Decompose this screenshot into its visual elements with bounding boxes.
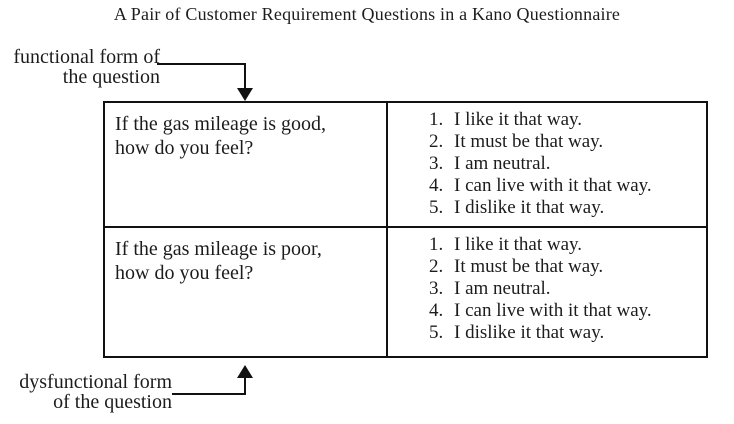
answer-number: 2. — [429, 256, 444, 277]
answer-text: It must be that way. — [454, 131, 604, 152]
functional-connector-hline — [157, 63, 246, 65]
answer-option: 2. It must be that way. — [429, 131, 702, 153]
answer-text: I dislike it that way. — [454, 322, 605, 343]
answer-option: 2. It must be that way. — [429, 256, 702, 278]
question-line: how do you feel? — [115, 262, 254, 284]
kano-question-table: If the gas mileage is good, how do you f… — [103, 101, 708, 358]
answer-number: 3. — [429, 153, 444, 174]
answer-text: I am neutral. — [454, 278, 551, 299]
functional-form-label-line1: functional form of — [13, 46, 160, 68]
answer-text: I can live with it that way. — [454, 300, 652, 321]
functional-connector-vline — [244, 63, 246, 90]
question-line: If the gas mileage is good, — [115, 113, 327, 135]
functional-question-cell: If the gas mileage is good, how do you f… — [105, 103, 388, 228]
dysfunctional-form-label-line2: of the question — [53, 391, 172, 413]
functional-form-label: functional form of the question — [10, 47, 160, 87]
answer-text: I like it that way. — [454, 109, 583, 130]
answer-number: 5. — [429, 197, 444, 218]
answer-text: I dislike it that way. — [454, 197, 605, 218]
question-line: If the gas mileage is poor, — [115, 238, 322, 260]
question-line: how do you feel? — [115, 137, 254, 159]
answer-option: 4. I can live with it that way. — [429, 175, 702, 197]
answer-option: 4. I can live with it that way. — [429, 300, 702, 322]
answer-text: I like it that way. — [454, 234, 583, 255]
arrow-up-icon — [237, 365, 253, 378]
functional-answers-cell: 1. I like it that way. 2. It must be tha… — [388, 103, 706, 228]
answer-number: 2. — [429, 131, 444, 152]
dysfunctional-answers-cell: 1. I like it that way. 2. It must be tha… — [388, 228, 706, 356]
arrow-down-icon — [237, 88, 253, 101]
answer-option: 5. I dislike it that way. — [429, 322, 702, 344]
figure-title: A Pair of Customer Requirement Questions… — [113, 4, 621, 24]
answer-text: I can live with it that way. — [454, 175, 652, 196]
answer-number: 4. — [429, 175, 444, 196]
answer-text: It must be that way. — [454, 256, 604, 277]
dysfunctional-form-label-line1: dysfunctional form — [19, 371, 172, 393]
answer-option: 1. I like it that way. — [429, 234, 702, 256]
dysfunctional-connector-hline — [172, 393, 246, 395]
dysfunctional-form-label: dysfunctional form of the question — [8, 372, 172, 412]
answer-number: 1. — [429, 109, 444, 130]
functional-form-label-line2: the question — [62, 66, 160, 88]
answer-option: 3. I am neutral. — [429, 278, 702, 300]
answer-option: 5. I dislike it that way. — [429, 197, 702, 219]
answer-number: 3. — [429, 278, 444, 299]
answer-option: 3. I am neutral. — [429, 153, 702, 175]
dysfunctional-question-cell: If the gas mileage is poor, how do you f… — [105, 228, 388, 356]
answer-number: 1. — [429, 234, 444, 255]
answer-text: I am neutral. — [454, 153, 551, 174]
answer-number: 4. — [429, 300, 444, 321]
answer-number: 5. — [429, 322, 444, 343]
dysfunctional-connector-vline — [244, 378, 246, 395]
answer-option: 1. I like it that way. — [429, 109, 702, 131]
